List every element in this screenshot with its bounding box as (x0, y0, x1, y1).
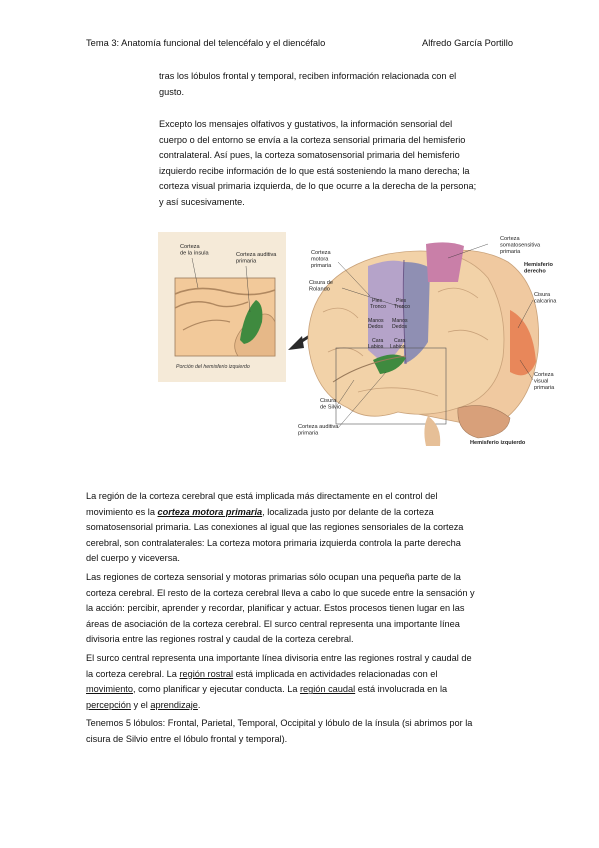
svg-text:Tronco: Tronco (394, 304, 410, 310)
svg-text:Cara: Cara (372, 338, 383, 344)
paragraph-asociacion: Las regiones de corteza sensorial y moto… (86, 572, 475, 645)
term-percepcion: percepción (86, 699, 131, 710)
term-region-rostral: región rostral (179, 668, 234, 679)
insula-frame (335, 347, 447, 425)
term-movimiento: movimiento (86, 684, 133, 695)
paragraph-lobulos: Tenemos 5 lóbulos: Frontal, Parietal, Te… (86, 718, 473, 744)
header-author: Alfredo García Portillo (422, 38, 513, 48)
term-corteza-motora: corteza motora primaria (157, 506, 263, 517)
page-header: Tema 3: Anatomía funcional del telencéfa… (86, 38, 513, 52)
term-aprendizaje: aprendizaje (150, 699, 198, 710)
central-sulcus (402, 259, 407, 365)
svg-text:Cara: Cara (394, 338, 405, 344)
svg-text:Dedos: Dedos (368, 324, 383, 330)
paragraph-rostral-caudal: El surco central representa una importan… (86, 653, 472, 710)
svg-text:Dedos: Dedos (392, 324, 407, 330)
term-region-caudal: región caudal (299, 684, 356, 695)
label-hemisferio-izquierdo: Hemisferio izquierdo (470, 440, 526, 446)
svg-text:Labios: Labios (368, 344, 384, 350)
header-title: Tema 3: Anatomía funcional del telencéfa… (86, 38, 326, 48)
svg-text:Pies: Pies (396, 298, 406, 304)
svg-text:Labios: Labios (390, 344, 406, 350)
svg-text:Pies: Pies (372, 298, 382, 304)
cerebellum (457, 405, 511, 439)
svg-text:Tronco: Tronco (370, 304, 386, 310)
inset-caption: Porción del hemisferio izquierdo (176, 364, 250, 370)
svg-text:Manos: Manos (368, 318, 384, 324)
paragraph-contralateral: Excepto los mensajes olfativos y gustati… (159, 119, 477, 207)
paragraph-gusto: tras los lóbulos frontal y temporal, rec… (159, 71, 457, 97)
paragraph-motora: La región de la corteza cerebral que est… (86, 491, 464, 564)
svg-text:Manos: Manos (392, 318, 408, 324)
arrow-head-icon (288, 336, 304, 350)
